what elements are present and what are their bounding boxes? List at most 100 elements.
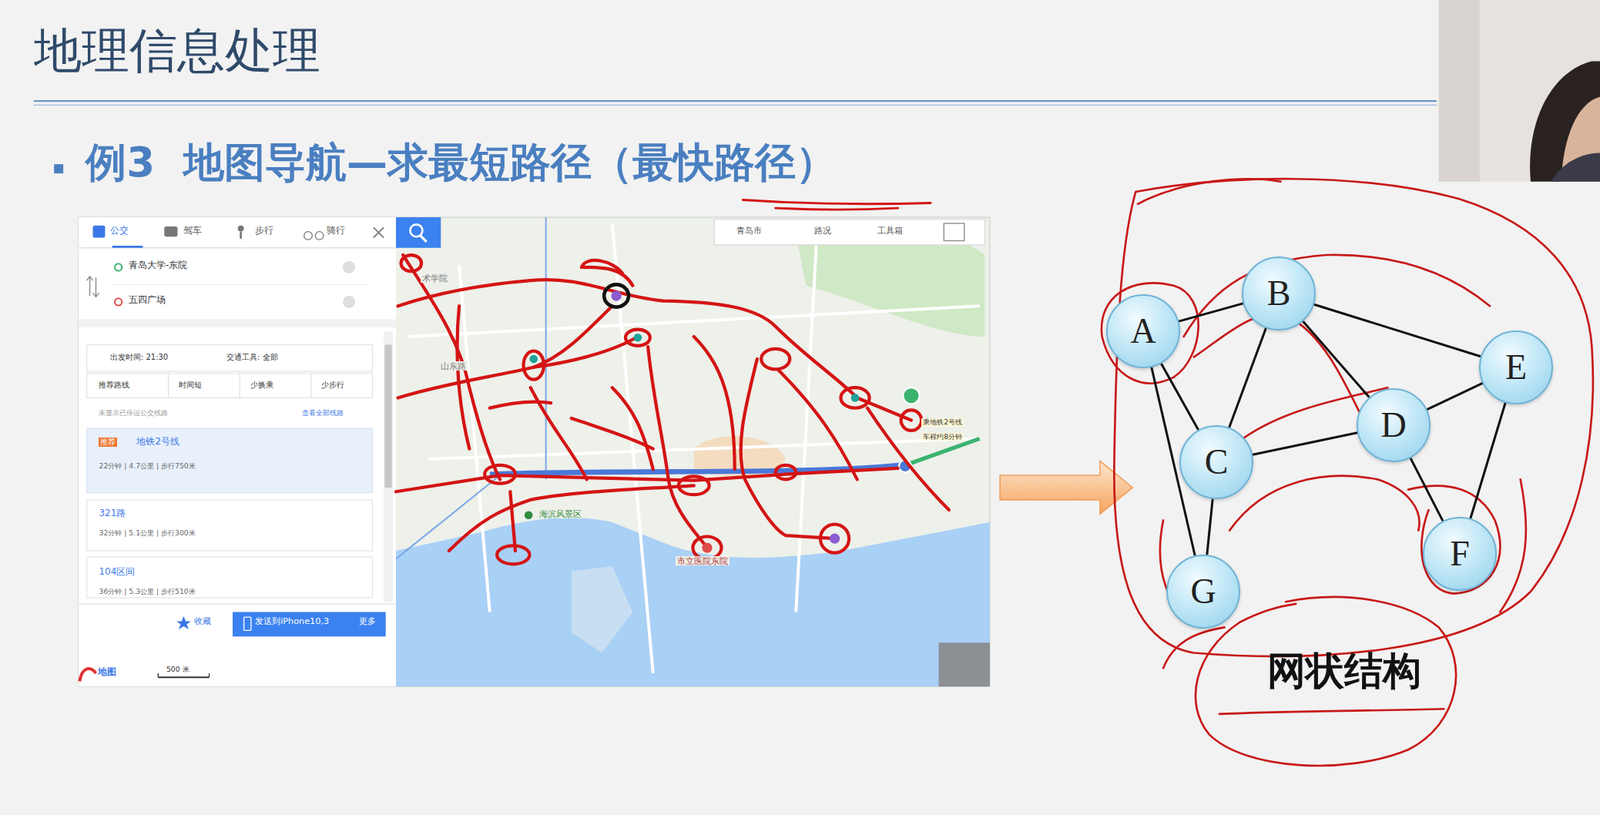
red-route-annotations-part — [401, 254, 422, 272]
map-screenshot-part — [239, 373, 241, 399]
map-markers-part — [701, 542, 712, 553]
edge-line — [1229, 328, 1267, 428]
red-route-annotations-part — [496, 545, 530, 564]
map-markers-part — [529, 355, 538, 364]
red-route-annotations-part — [612, 387, 654, 470]
edge-line — [1314, 304, 1481, 356]
red-graph-annotations-part — [1195, 597, 1456, 766]
map-screenshot-part — [908, 438, 980, 464]
map-screenshot-part — [78, 217, 990, 687]
map-screenshot-part — [232, 611, 386, 637]
graph-vertex: G — [1166, 554, 1241, 629]
map-markers-part — [610, 290, 621, 301]
option: 出发时间: 21:30 — [110, 352, 168, 362]
tab: 公交 — [110, 225, 129, 237]
red-route-annotations-part — [840, 387, 869, 408]
map-screenshot-part — [489, 463, 909, 474]
tab: 驾车 — [183, 225, 202, 237]
route-info: 36分钟 | 5.3公里 | 步行510米 — [98, 587, 195, 597]
badge: 推荐 — [98, 437, 118, 447]
graph-edge — [1470, 402, 1506, 519]
structure-caption: 网状结构 — [1267, 648, 1422, 694]
map-markers-part — [829, 533, 840, 544]
map-screenshot-part — [373, 227, 384, 238]
map-screenshot-part — [157, 673, 209, 678]
graph-vertex: F — [1422, 516, 1497, 591]
map-tooltip: 乘地铁2号线 — [921, 418, 964, 427]
map-screenshot-part — [114, 263, 122, 271]
red-route-annotations-part — [489, 401, 551, 408]
graph-edge — [1303, 321, 1370, 398]
red-graph-annotations-part — [1137, 178, 1281, 204]
webcam-part — [1438, 0, 1480, 182]
map-screenshot-part — [87, 373, 373, 399]
map-screenshot-part — [157, 676, 209, 678]
map-screenshot-part — [112, 284, 368, 286]
sort-tab: 推荐路线 — [98, 380, 130, 390]
red-route-annotations-part — [761, 348, 790, 369]
edge-line — [1178, 303, 1244, 322]
map-screenshot-part — [342, 261, 356, 274]
map-screenshot-part — [420, 235, 427, 242]
bullet-square — [53, 164, 64, 174]
edge-line — [1303, 321, 1370, 398]
map-screenshot-part-part — [408, 305, 980, 337]
route-name: 321路 — [98, 508, 126, 520]
red-graph-annotations-part — [1408, 486, 1500, 594]
red-underline — [742, 200, 931, 211]
edge-line — [1426, 382, 1483, 410]
map-screenshot-part — [943, 223, 964, 242]
map-screenshot-part — [78, 247, 396, 249]
button-text: 发送到iPhone10,3 — [254, 617, 329, 628]
map-markers-part — [633, 333, 643, 343]
tab: 骑行 — [326, 225, 346, 237]
red-route-annotations-part — [398, 336, 638, 398]
red-graph-annotations-part — [1229, 476, 1419, 531]
bullet-heading: 例3 地图导航—求最短路径（最快路径） — [85, 139, 837, 187]
red-route-annotations-part — [523, 351, 544, 380]
red-route-annotations-part — [581, 260, 623, 274]
red-route-annotations-part — [647, 346, 708, 548]
map-screenshot-part — [383, 331, 393, 602]
map-markers-part — [524, 510, 534, 520]
map-screenshot-part — [164, 226, 178, 237]
graph-edge — [1178, 303, 1244, 322]
vertex-label: A — [1130, 313, 1156, 349]
map-screenshot-part — [87, 556, 373, 598]
slide-title: 地理信息处理 — [33, 23, 321, 78]
red-route-annotations-part — [741, 358, 836, 539]
toolbar-item: 工具箱 — [877, 225, 903, 235]
note: 未显示已停运公交线路 — [98, 409, 168, 418]
red-route-annotations-part — [775, 465, 796, 480]
route-info: 32分钟 | 5.1公里 | 步行300米 — [98, 529, 195, 538]
red-graph-annotations-part — [1163, 627, 1225, 668]
map-screenshot-part — [310, 373, 312, 399]
map-logo: 地图 — [97, 667, 117, 678]
webcam-part — [1550, 153, 1600, 182]
map-screenshot-part — [395, 217, 441, 249]
map-screenshot-part — [545, 217, 547, 480]
map-screenshot-part — [176, 616, 192, 630]
vertex-label: F — [1449, 536, 1470, 572]
webcam — [1438, 0, 1600, 182]
sort-tab: 少步行 — [321, 380, 345, 390]
map-screenshot-part — [78, 603, 396, 604]
map-screenshot-part — [304, 231, 313, 241]
edge-line — [1160, 363, 1198, 430]
map-screenshot-part — [384, 345, 392, 488]
map-screenshot-part — [315, 231, 324, 241]
graph-edge — [1160, 363, 1198, 430]
map-screenshot-part — [714, 219, 985, 245]
option: 交通工具: 全部 — [226, 352, 279, 362]
vertex-label: G — [1190, 573, 1216, 610]
graph-edge — [1207, 499, 1213, 555]
map-tooltip: 车程约8分钟 — [921, 432, 964, 442]
map-screenshot-part — [87, 428, 373, 493]
map-screenshot-part — [114, 298, 122, 306]
graph-vertex: B — [1241, 256, 1316, 331]
red-graph-annotations-part — [1219, 708, 1444, 715]
route-name: 104区间 — [98, 566, 135, 578]
graph-vertex: A — [1106, 294, 1181, 369]
map-screenshot — [78, 217, 990, 687]
red-route-annotations-part — [820, 524, 849, 554]
